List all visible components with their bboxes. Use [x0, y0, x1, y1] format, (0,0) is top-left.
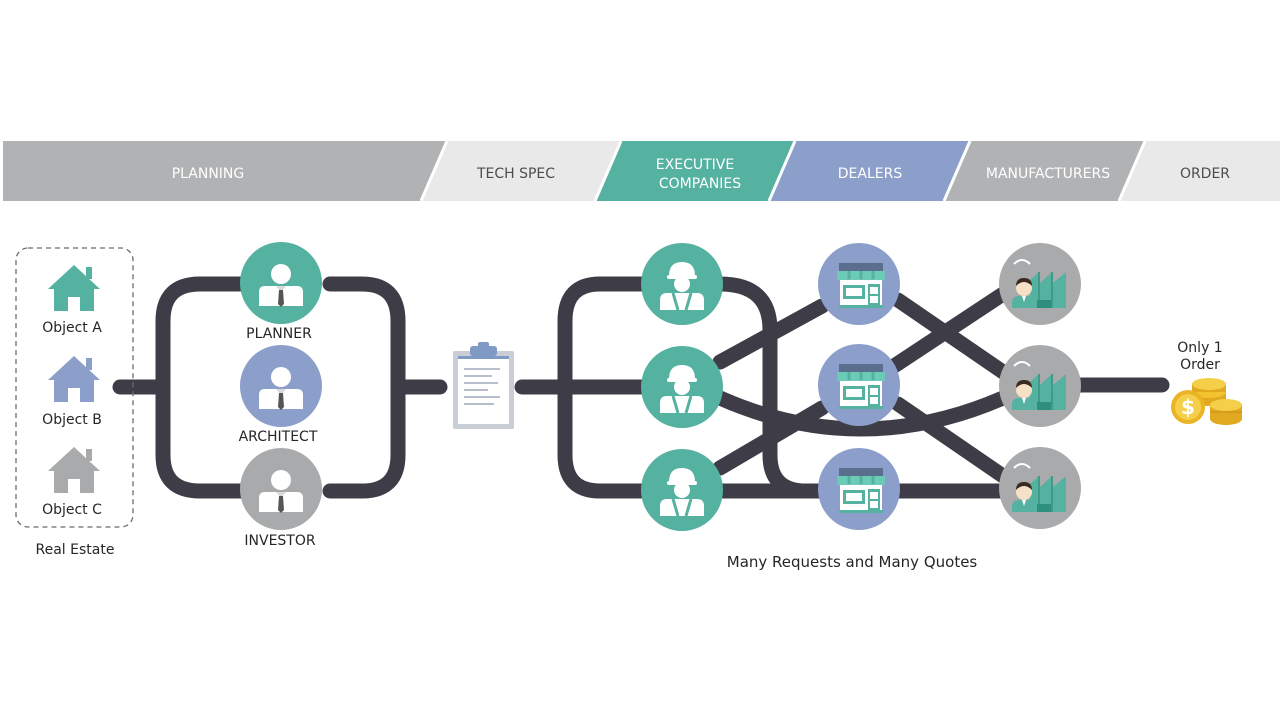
roles-group: PLANNER ARCHITECT INVESTOR: [239, 242, 322, 549]
real-estate-group: Object A Object B Object C Real Estate: [15, 247, 134, 558]
investor-node: INVESTOR: [240, 448, 322, 549]
manufacturer-node-2: [999, 345, 1081, 427]
house-icon: [48, 265, 100, 311]
order-group: Only 1 Order $: [1171, 340, 1242, 425]
dealers-group: [818, 243, 900, 530]
phase-dealers-label: DEALERS: [838, 166, 903, 182]
phase-manufacturers-label: MANUFACTURERS: [986, 166, 1110, 182]
executive-companies-group: [641, 243, 723, 531]
executive-node-1: [641, 243, 723, 325]
object-a-label: Object A: [42, 320, 102, 336]
phase-tech-spec-label: TECH SPEC: [476, 166, 555, 182]
architect-node: ARCHITECT: [239, 345, 322, 445]
executive-node-3: [641, 449, 723, 531]
manufacturer-node-3: [999, 447, 1081, 529]
phase-tech-spec-bg: [421, 141, 621, 201]
phase-banner: PLANNING TECH SPEC EXECUTIVE COMPANIES D…: [3, 140, 1280, 202]
phase-dealers-bg: [769, 141, 970, 201]
dealer-node-2: [818, 344, 900, 426]
order-label-line2: Order: [1180, 357, 1220, 373]
phase-manufacturers-bg: [944, 141, 1145, 201]
phase-order-bg: [1119, 141, 1280, 201]
network-caption: Many Requests and Many Quotes: [727, 553, 978, 571]
phase-order-label: ORDER: [1180, 166, 1230, 182]
phase-executive-bg: [595, 141, 795, 201]
order-label-line1: Only 1: [1177, 340, 1222, 356]
investor-label: INVESTOR: [244, 533, 315, 549]
manufacturers-group: [999, 243, 1081, 529]
store-icon: [835, 362, 887, 411]
object-b-label: Object B: [42, 412, 102, 428]
dealer-node-1: [818, 243, 900, 325]
object-c-label: Object C: [42, 502, 102, 518]
executive-node-2: [641, 346, 723, 428]
phase-executive-label-line2: COMPANIES: [659, 176, 741, 192]
clipboard-icon: [453, 342, 514, 429]
manufacturer-node-1: [999, 243, 1081, 325]
real-estate-frame: [15, 247, 134, 528]
phase-planning-label: PLANNING: [172, 166, 245, 182]
planner-node: PLANNER: [240, 242, 322, 342]
real-estate-caption: Real Estate: [36, 542, 115, 558]
house-icon: [48, 447, 100, 493]
store-icon: [835, 466, 887, 515]
house-icon: [48, 356, 100, 402]
architect-label: ARCHITECT: [239, 429, 318, 445]
store-icon: [835, 261, 887, 310]
planner-label: PLANNER: [246, 326, 312, 342]
flow-tracks: [112, 276, 1170, 499]
coins-icon: $: [1171, 378, 1242, 425]
phase-executive-label-line1: EXECUTIVE: [656, 157, 734, 173]
phase-planning-bg: [3, 141, 447, 201]
dealer-node-3: [818, 448, 900, 530]
svg-text:$: $: [1181, 395, 1195, 419]
